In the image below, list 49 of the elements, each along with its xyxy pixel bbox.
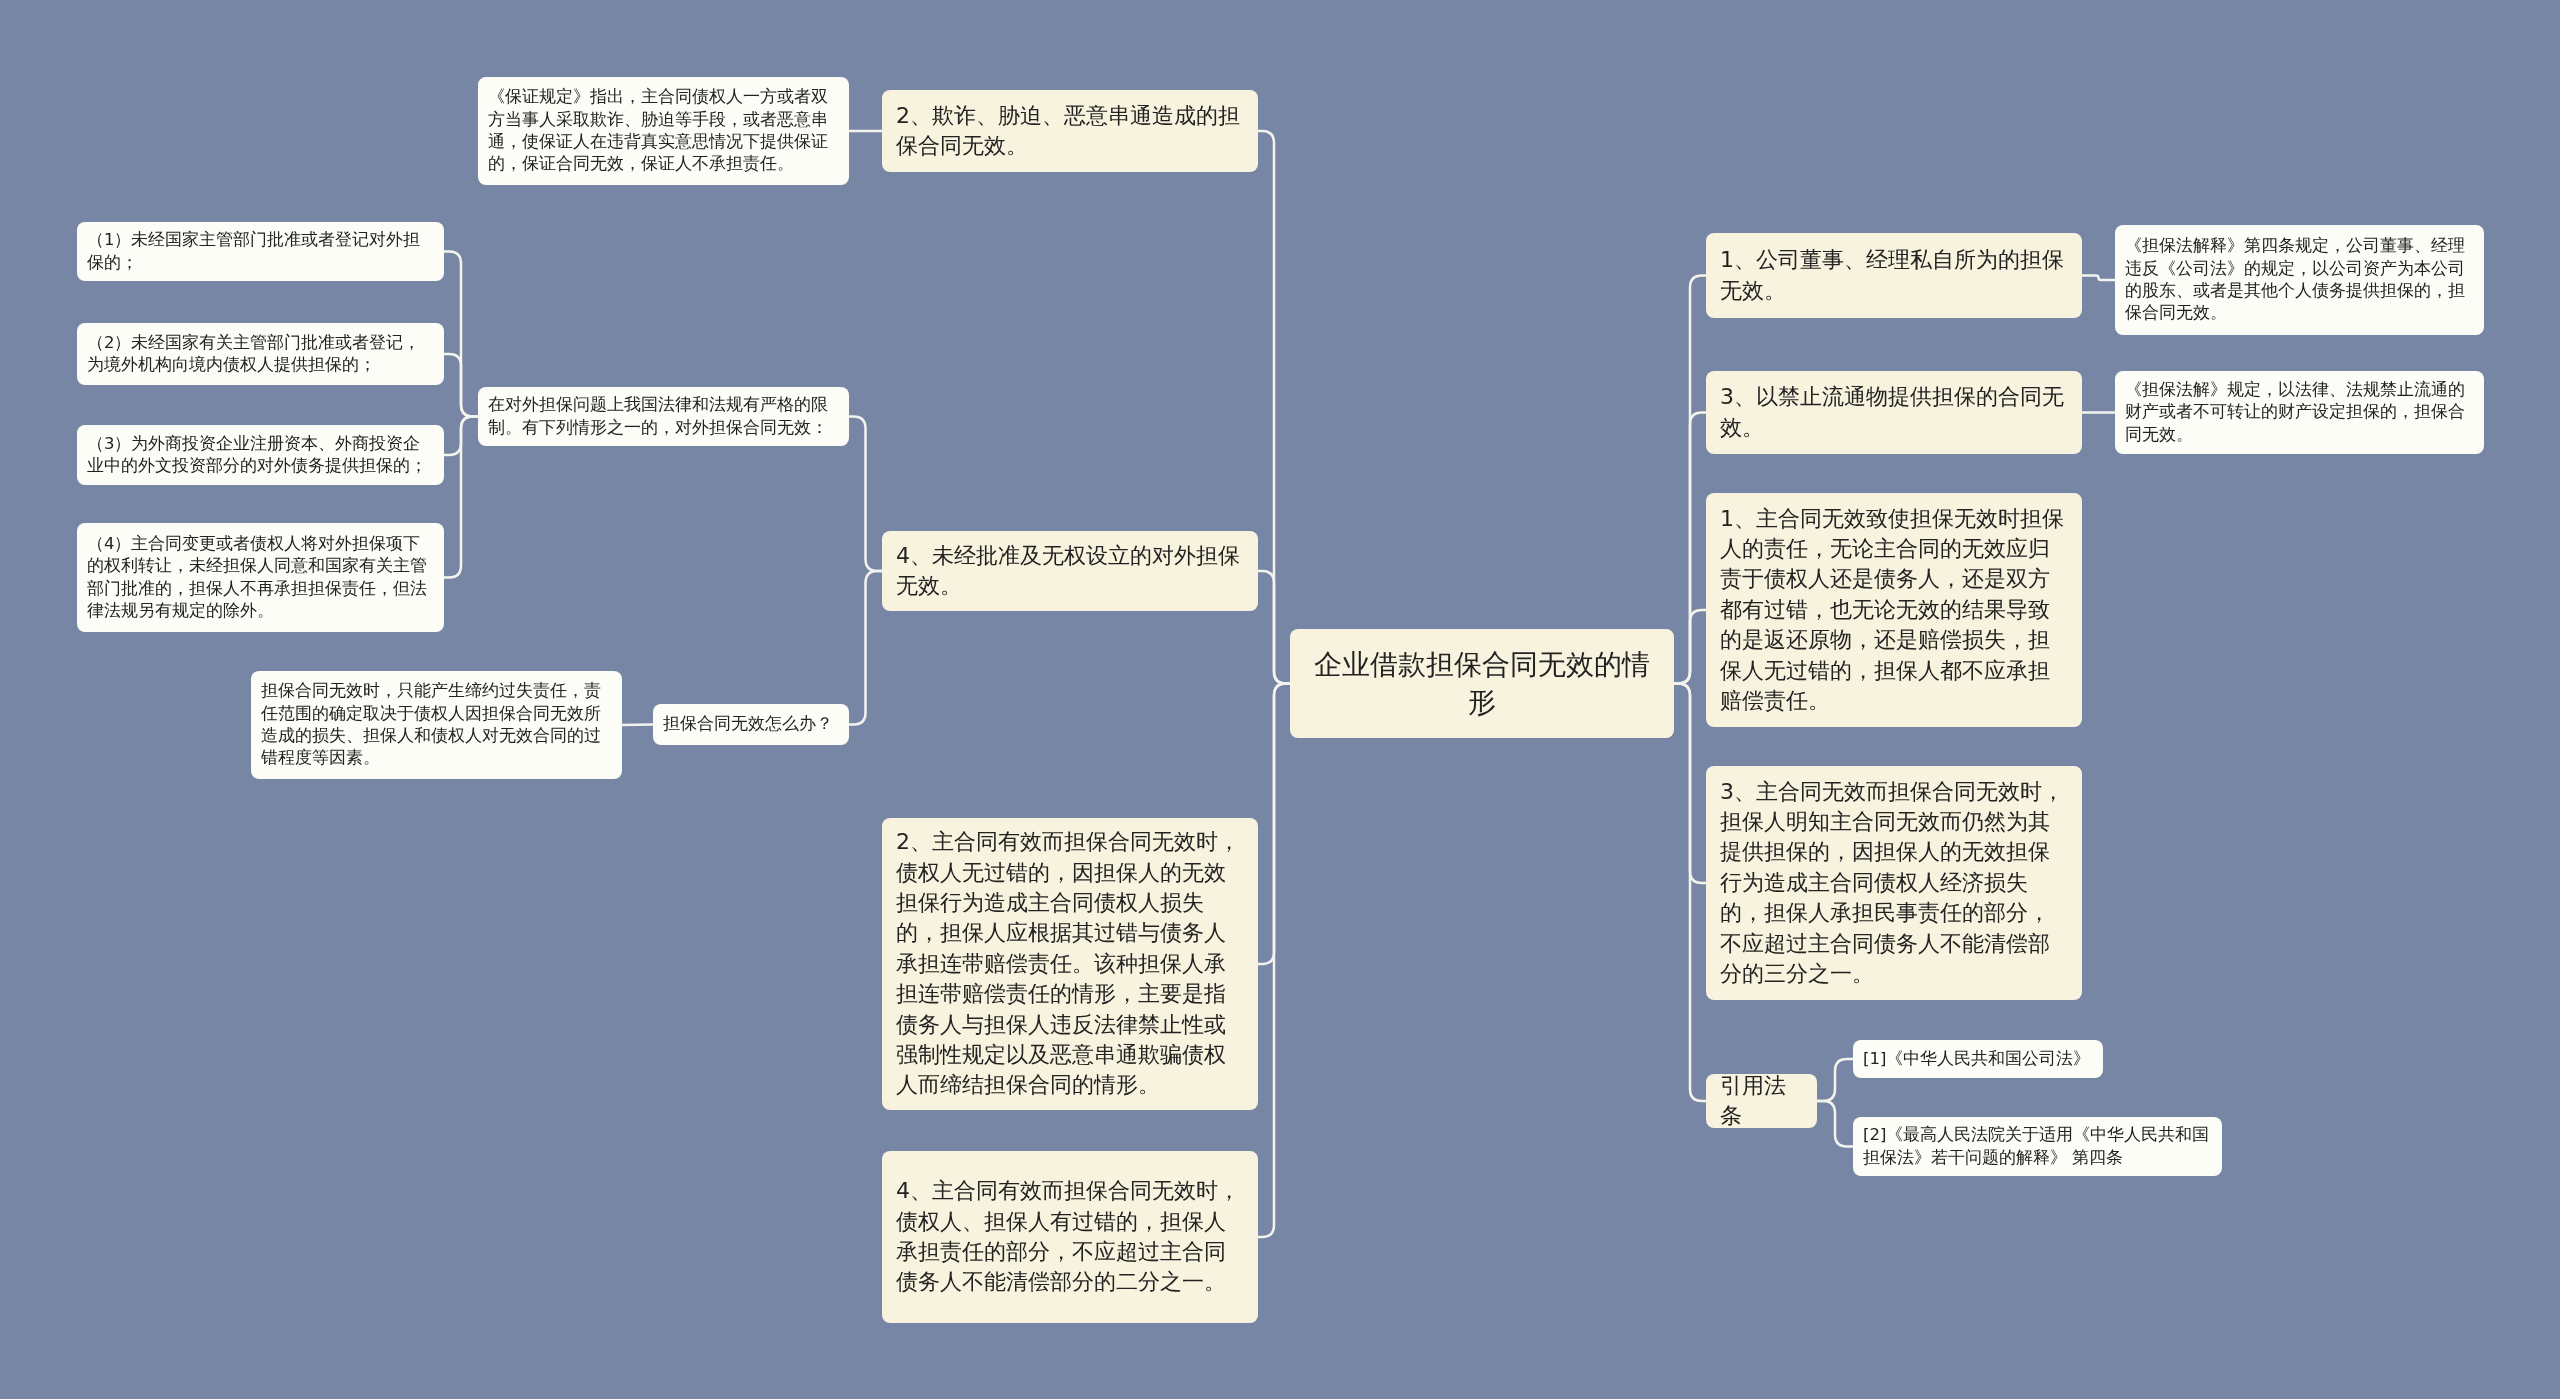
note-text: （3）为外商投资企业注册资本、外商投资企业中的外文投资部分的对外债务提供担保的；: [87, 432, 428, 477]
note-box: [77, 523, 444, 632]
topic-box: [882, 531, 1258, 611]
note-text: [2]《最高人民法院关于适用《中华人民共和国担保法》若干问题的解释》 第四条: [1863, 1124, 2211, 1169]
note-box: [1853, 1117, 2222, 1176]
note-box: [77, 222, 444, 281]
note-text: （4）主合同变更或者债权人将对外担保项下的权利转让，未经担保人同意和国家有关主管部门批准的，担保人不再承担担保责任，但法律法规另有规定的除外。: [87, 532, 428, 622]
note-box: [653, 704, 849, 745]
topic-box: [1706, 766, 2082, 1000]
note-box: [2115, 225, 2484, 335]
note-box: [2115, 371, 2484, 454]
note-box: [251, 671, 622, 779]
note-text: 担保合同无效时，只能产生缔约过失责任，责任范围的确定取决于债权人因担保合同无效所造成的损失、担保人和债权人对无效合同的过错程度等因素。: [261, 680, 602, 770]
note-box: [77, 323, 444, 385]
note-text: 在对外担保问题上我国法律和法规有严格的限制。有下列情形之一的，对外担保合同无效：: [488, 394, 829, 439]
topic-text: 3、主合同无效而担保合同无效时，担保人明知主合同无效而仍然为其提供担保的，因担保人的无效担保行为造成主合同债权人经济损失的，担保人承担民事责任的部分，不应超过主合同债务人不能清偿部分的三分之一。: [1720, 777, 2065, 988]
topic-text: 1、主合同无效致使担保无效时担保人的责任，无论主合同的无效应归责于债权人还是债务人，还是双方都有过错，也无论无效的结果导致的是返还原物，还是赔偿损失，担保人无过错的，担保人都不应承担赔偿责任。: [1720, 504, 2065, 715]
topic-text: 4、未经批准及无权设立的对外担保无效。: [896, 541, 1241, 600]
connector-line: [1674, 682, 1706, 1103]
connector-line: [2082, 274, 2115, 282]
central-topic-text: 企业借款担保合同无效的情形: [1313, 646, 1651, 721]
topic-text: 2、主合同有效而担保合同无效时，债权人无过错的，因担保人的无效担保行为造成主合同债权人损失的，担保人应根据其过错与债务人承担连带赔偿责任。该种担保人承担连带赔偿责任的情形，主要是指债务人与担保人违反法律禁止性或强制性规定以及恶意串通欺骗债权人而缔结担保合同的情形。: [896, 828, 1241, 1100]
note-box: [478, 77, 849, 185]
topic-text: 2、欺诈、胁迫、恶意串通造成的担保合同无效。: [896, 101, 1241, 160]
topic-text: 4、主合同有效而担保合同无效时，债权人、担保人有过错的，担保人承担责任的部分，不应超过主合同债务人不能清偿部分的二分之一。: [896, 1177, 1241, 1297]
topic-text: 3、以禁止流通物提供担保的合同无效。: [1720, 383, 2065, 442]
note-text: 《担保法解释》第四条规定，公司董事、经理违反《公司法》的规定，以公司资产为本公司的股东、或者是其他个人债务提供担保的，担保合同无效。: [2125, 235, 2466, 325]
note-text: [1]《中华人民共和国公司法》: [1863, 1047, 2091, 1070]
topic-box: [882, 1151, 1258, 1323]
note-text: 《保证规定》指出，主合同债权人一方或者双方当事人采取欺诈、胁迫等手段，或者恶意串通，使保证人在违背真实意思情况下提供保证的，保证合同无效，保证人不承担责任。: [488, 86, 829, 176]
topic-box: [882, 90, 1258, 172]
connector-line: [2082, 411, 2115, 414]
note-box: [478, 387, 849, 446]
topic-text: 1、公司董事、经理私自所为的担保无效。: [1720, 246, 2065, 305]
note-box: [1853, 1040, 2103, 1078]
note-text: 《担保法解》规定，以法律、法规禁止流通的财产或者不可转让的财产设定担保的，担保合同无效。: [2125, 379, 2466, 446]
note-text: （2）未经国家有关主管部门批准或者登记，为境外机构向境内债权人提供担保的；: [87, 331, 422, 376]
topic-box: [1706, 233, 2082, 318]
connector-line: [621, 723, 654, 727]
note-box: [77, 425, 444, 485]
topic-text: 引用法条: [1720, 1071, 1787, 1130]
topic-box: [1706, 371, 2082, 454]
note-text: （1）未经国家主管部门批准或者登记对外担保的；: [87, 229, 422, 274]
topic-box: [1706, 1074, 1817, 1128]
central-topic-box: [1290, 629, 1674, 738]
topic-box: [1706, 493, 2082, 727]
connector-line: [849, 129, 882, 133]
connector-line: [1817, 1099, 1853, 1148]
note-text: 担保合同无效怎么办？: [663, 713, 833, 736]
